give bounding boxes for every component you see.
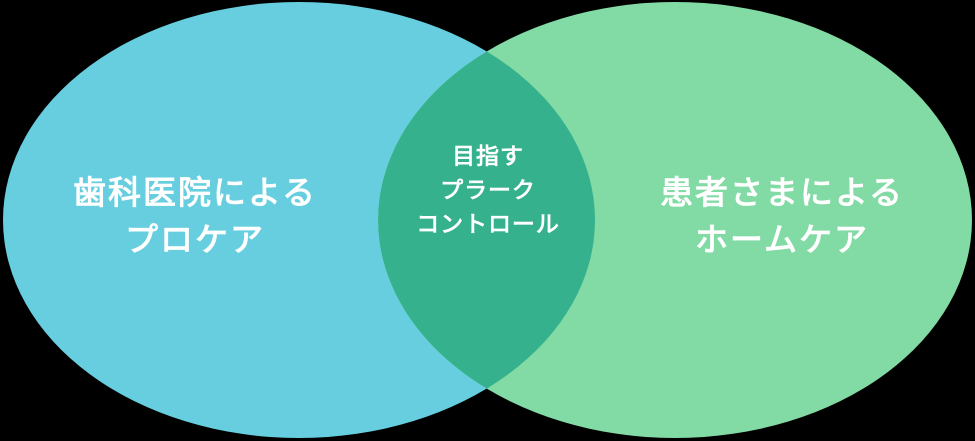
venn-intersection	[378, 2, 595, 438]
venn-intersection-group	[378, 2, 595, 438]
